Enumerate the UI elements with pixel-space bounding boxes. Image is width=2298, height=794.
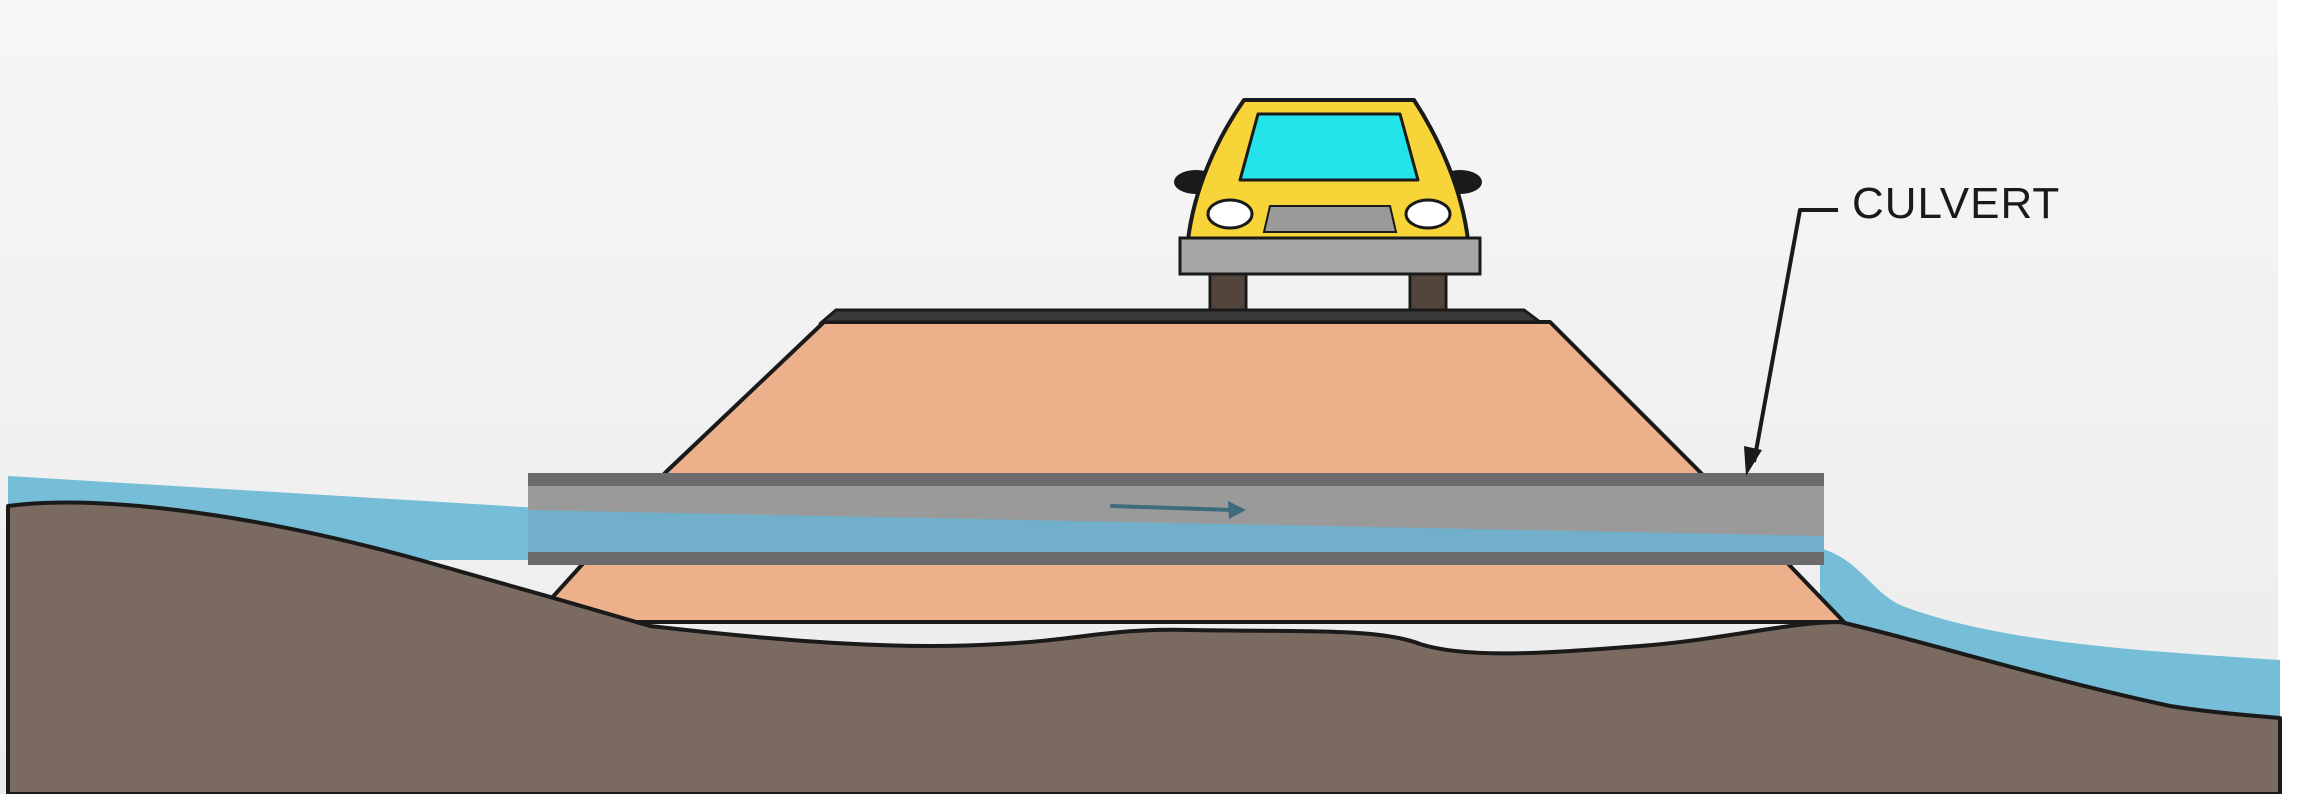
- culvert-pipe: [528, 473, 1824, 565]
- culvert-label: CULVERT: [1852, 179, 2061, 228]
- car-wheel-left: [1208, 272, 1248, 312]
- car-windshield: [1238, 112, 1420, 182]
- culvert-rim-top: [528, 473, 1824, 486]
- car-bumper: [1178, 236, 1482, 276]
- ground: [6, 500, 2282, 794]
- right-edge-shadow: [2278, 0, 2298, 794]
- arrow-right-icon: [1110, 501, 1246, 519]
- car-headlight-right: [1404, 198, 1452, 230]
- car-wheel-right: [1408, 272, 1448, 312]
- car-icon: [1174, 98, 1482, 312]
- culvert-rim-bottom: [528, 552, 1824, 565]
- car-headlight-left: [1206, 198, 1254, 230]
- road-surface: [817, 308, 1545, 324]
- callout-leader: [1744, 208, 1838, 476]
- culvert-water: [528, 510, 1824, 554]
- car-grille: [1262, 205, 1398, 233]
